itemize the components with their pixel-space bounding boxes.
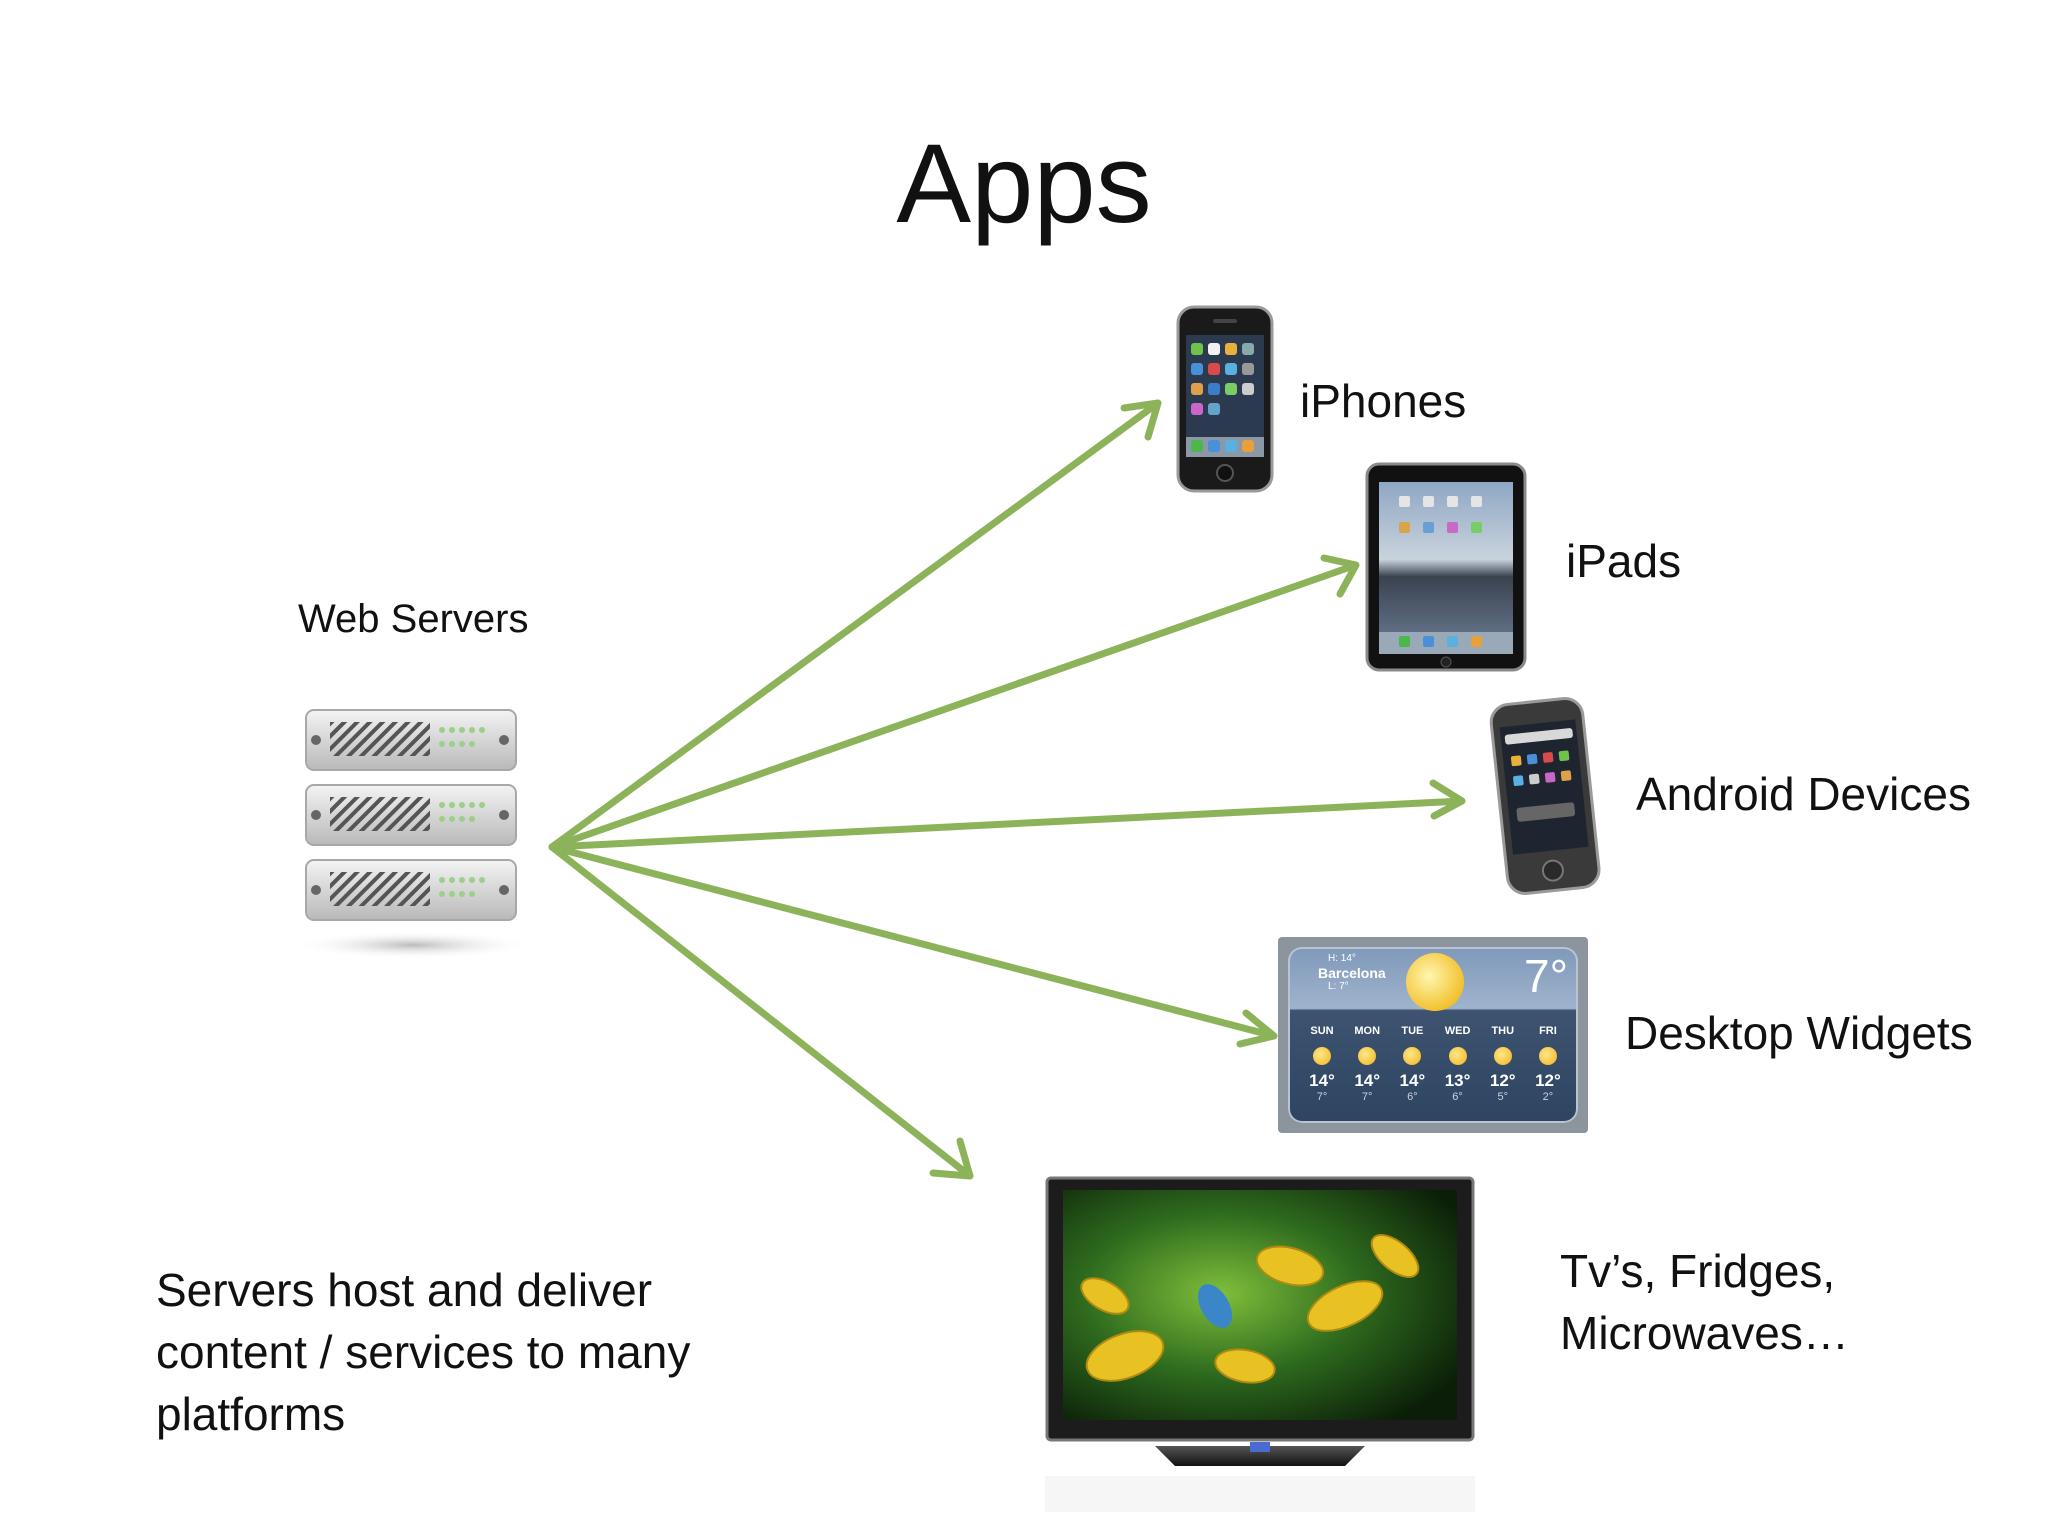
sun-icon [1448,1047,1467,1065]
arrow-to-widgets [548,843,1278,1048]
target-label-widgets: Desktop Widgets [1625,1007,1973,1059]
tv-icon [1045,1176,1475,1512]
page-title: Apps [896,121,1152,246]
server-rack-icon [300,709,526,959]
sun-icon [1313,1047,1331,1065]
widget-day-low: 2° [1542,1091,1554,1103]
sun-icon [1493,1047,1512,1065]
ipad-icon [1365,462,1527,672]
widget-day-low: 7° [1316,1091,1328,1103]
widget-day-name: MON [1354,1025,1381,1037]
widget-day-high: 14° [1399,1071,1426,1090]
target-label-tv: Tv’s, Fridges, Microwaves… [1560,1245,1849,1359]
widget-day-name: FRI [1539,1025,1557,1037]
widget-day-low: 6° [1407,1091,1418,1103]
widget-day-low: 5° [1497,1091,1509,1103]
sun-icon [1538,1047,1557,1065]
sun-icon [1358,1047,1377,1065]
widget-day-low: 7° [1361,1091,1373,1103]
widget-day-column: THU 12°5° [1483,1025,1523,1103]
widget-day-high: 14° [1354,1071,1381,1090]
target-label-ipads: iPads [1566,535,1682,587]
caption-text: Servers host and deliver content / servi… [156,1264,691,1440]
sun-icon [1403,1047,1422,1065]
widget-day-column: TUE 14°6° [1392,1025,1432,1103]
web-servers-label: Web Servers [298,597,529,641]
arrow-to-iphones [548,399,1162,851]
widget-day-column: MON 14°7° [1347,1025,1387,1103]
widget-day-name: TUE [1401,1025,1424,1037]
widget-day-high: 13° [1444,1071,1471,1090]
widget-day-column: WED 13°6° [1438,1025,1478,1103]
widget-day-name: WED [1444,1025,1471,1037]
arrow-to-ipads [548,554,1360,851]
arrow-to-tv [548,843,974,1180]
widget-day-high: 12° [1489,1071,1516,1090]
widget-day-column: SUN 14°7° [1302,1025,1342,1103]
arrow-to-android [548,779,1466,851]
widget-day-column: FRI 12°2° [1528,1025,1568,1103]
widget-day-name: THU [1491,1025,1515,1037]
target-label-android: Android Devices [1636,768,1971,820]
widget-day-low: 6° [1452,1091,1463,1103]
widget-day-high: 14° [1309,1071,1335,1090]
widget-day-high: 12° [1535,1071,1561,1090]
android-phone-icon [1489,696,1601,895]
widget-day-name: SUN [1310,1025,1334,1037]
target-label-iphones: iPhones [1300,375,1467,427]
iphone-icon [1176,305,1274,493]
